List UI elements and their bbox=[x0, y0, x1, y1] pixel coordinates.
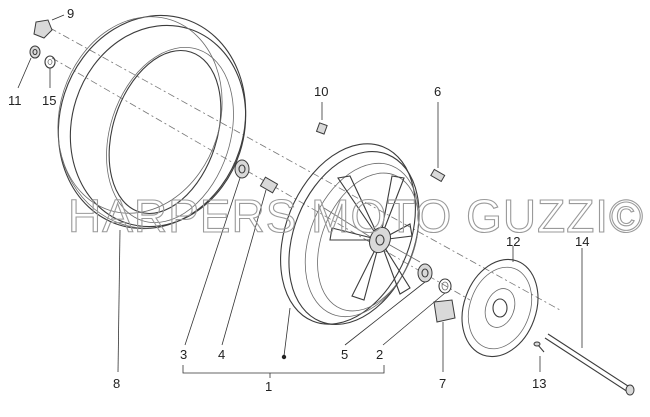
nut-9 bbox=[33, 19, 53, 39]
tire bbox=[57, 14, 247, 230]
bearing-right bbox=[417, 263, 433, 283]
callout-2: 2 bbox=[376, 347, 383, 362]
callout-12: 12 bbox=[506, 234, 520, 249]
brake-disc bbox=[461, 258, 539, 358]
callout-9: 9 bbox=[67, 6, 74, 21]
leader-lines bbox=[17, 14, 583, 378]
screw-6 bbox=[430, 168, 446, 183]
callout-14: 14 bbox=[575, 234, 589, 249]
spacer-7 bbox=[433, 299, 456, 323]
callout-labels: 1 2 3 4 5 6 7 8 9 10 11 12 13 14 15 bbox=[8, 6, 589, 394]
wheel-axle bbox=[544, 333, 635, 396]
washer-11 bbox=[29, 45, 41, 59]
callout-4: 4 bbox=[218, 347, 225, 362]
callout-11: 11 bbox=[8, 93, 22, 108]
spacer-bush bbox=[259, 176, 279, 194]
valve-10 bbox=[315, 122, 328, 135]
bearing-left bbox=[234, 159, 250, 179]
callout-8: 8 bbox=[113, 376, 120, 391]
leader-dot bbox=[281, 354, 287, 360]
screw-13 bbox=[533, 341, 545, 353]
watermark-text: HARPERS MOTO GUZZI© bbox=[68, 190, 644, 242]
wheel-rim bbox=[280, 143, 421, 325]
callout-7: 7 bbox=[439, 376, 446, 391]
callout-5: 5 bbox=[341, 347, 348, 362]
callout-1: 1 bbox=[265, 379, 272, 394]
callout-15: 15 bbox=[42, 93, 56, 108]
callout-6: 6 bbox=[434, 84, 441, 99]
washer-15 bbox=[44, 55, 56, 69]
callout-13: 13 bbox=[532, 376, 546, 391]
callout-3: 3 bbox=[180, 347, 187, 362]
wheel-hub bbox=[369, 226, 391, 254]
callout-10: 10 bbox=[314, 84, 328, 99]
seal-ring bbox=[438, 278, 452, 294]
assembly-axis-lines bbox=[49, 27, 561, 311]
wheel-spokes bbox=[323, 175, 421, 301]
